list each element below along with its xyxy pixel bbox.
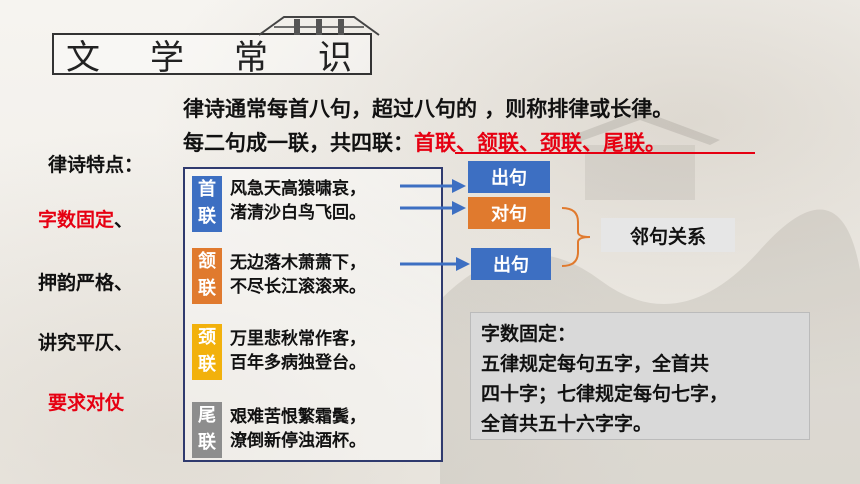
poem-line: 艰难苦恨繁霜鬓， — [230, 407, 366, 427]
poem-line: 风急天高猿啸哀， — [230, 179, 366, 199]
poem-line: 渚清沙白鸟飞回。 — [230, 203, 366, 223]
poem-panel: 首联 风急天高猿啸哀， 渚清沙白鸟飞回。 颔联 无边落木萧萧下， 不尽长江滚滚来… — [183, 167, 443, 462]
note-box: 字数固定： 五律规定每句五字，全首共 四十字；七律规定每句七字， 全首共五十六字… — [470, 312, 810, 440]
features-heading: 律诗特点： — [48, 154, 144, 176]
intro-line-2-highlight: 首联、颔联、颈联、尾联。 — [414, 131, 666, 155]
poem-line: 万里悲秋常作客， — [230, 329, 366, 349]
page-title: 文学常识 — [66, 37, 402, 78]
feature-item-text: 字数固定 — [38, 209, 115, 231]
label-chu-ju: 出句 — [468, 161, 550, 193]
feature-item: 讲究平仄、 — [38, 332, 134, 354]
feature-item-suffix: 、 — [114, 209, 134, 231]
intro-line-2: 每二句成一联，共四联：首联、颔联、颈联、尾联。 — [183, 127, 666, 157]
note-line: 四十字；七律规定每句七字， — [481, 383, 729, 405]
roof-decoration-icon — [258, 16, 380, 36]
note-heading: 字数固定： — [481, 323, 577, 345]
intro-line-2-prefix: 每二句成一联，共四联： — [183, 131, 414, 155]
intro-line-1: 律诗通常每首八句，超过八句的 ，则称排律或长律。 — [183, 97, 674, 121]
couplet-tag: 颔联 — [192, 248, 222, 304]
label-dui-ju: 对句 — [468, 197, 550, 229]
poem-line: 百年多病独登台。 — [230, 353, 366, 373]
poem-line: 无边落木萧萧下， — [230, 253, 366, 273]
poem-line: 不尽长江滚滚来。 — [230, 277, 366, 297]
feature-item: 要求对仗 — [48, 392, 125, 414]
couplet-tag: 首联 — [192, 176, 222, 232]
feature-item: 押韵严格、 — [38, 272, 134, 294]
label-chu-ju: 出句 — [471, 248, 551, 280]
note-line: 五律规定每句五字，全首共 — [481, 353, 710, 375]
poem-line: 潦倒新停浊酒杯。 — [230, 431, 366, 451]
note-line: 全首共五十六字字。 — [481, 413, 653, 435]
relation-label: 邻句关系 — [601, 218, 735, 252]
couplet-tag: 颈联 — [192, 324, 222, 380]
highlight-underline — [455, 152, 755, 154]
title-banner: 文学常识 — [52, 16, 380, 78]
feature-item: 字数固定、 — [38, 205, 133, 232]
couplet-tag: 尾联 — [192, 402, 222, 458]
